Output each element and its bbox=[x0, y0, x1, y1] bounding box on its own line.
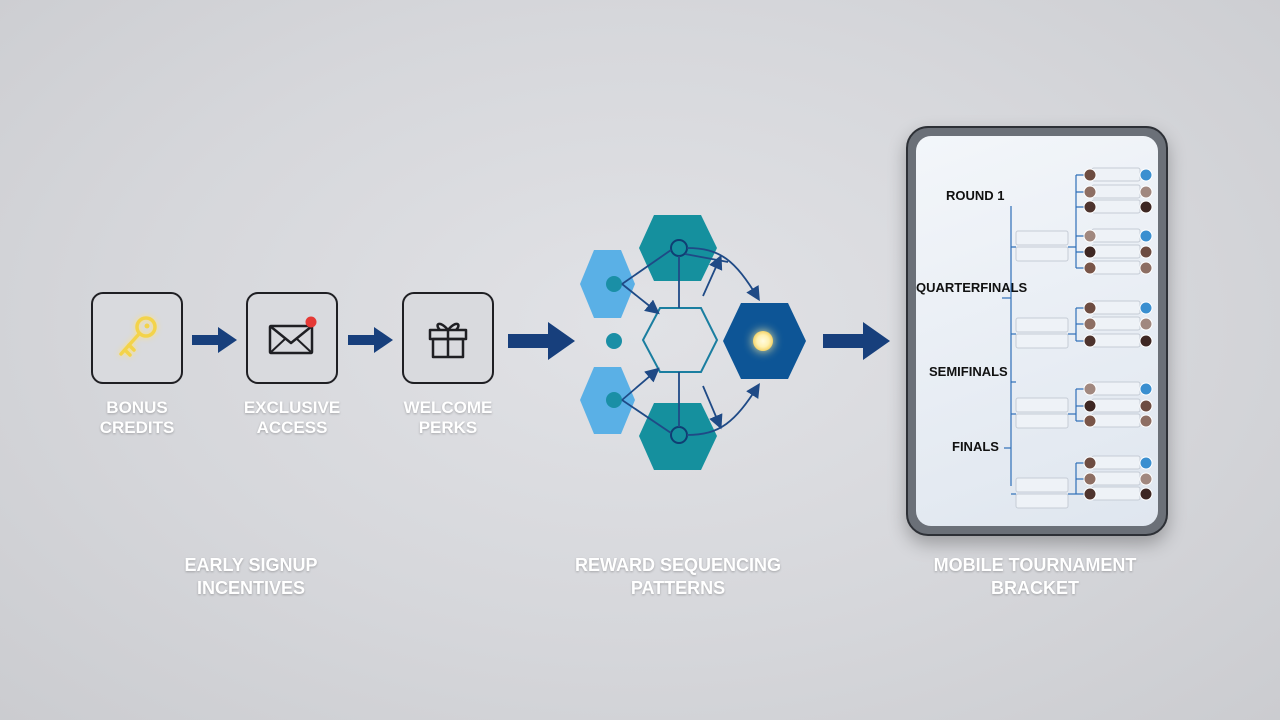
player-avatar bbox=[1083, 168, 1097, 182]
player-avatar bbox=[1139, 200, 1153, 214]
bracket-slot bbox=[1091, 184, 1141, 199]
player-avatar bbox=[1083, 456, 1097, 470]
player-avatar bbox=[1083, 261, 1097, 275]
reward-sequencing-caption: REWARD SEQUENCING PATTERNS bbox=[574, 555, 781, 598]
mobile-bracket-caption: MOBILE TOURNAMENT BRACKET bbox=[933, 555, 1137, 598]
bracket-slot bbox=[1015, 397, 1069, 413]
bonus-credits-label: BONUS CREDITS bbox=[99, 398, 175, 437]
bracket-chart bbox=[1002, 167, 1153, 509]
player-avatar bbox=[1083, 200, 1097, 214]
player-avatar bbox=[1083, 229, 1097, 243]
arrow-right-icon bbox=[823, 322, 890, 360]
bracket-slot bbox=[1015, 477, 1069, 493]
player-avatar bbox=[1139, 261, 1153, 275]
bracket-slot bbox=[1091, 486, 1141, 501]
player-avatar bbox=[1139, 382, 1153, 396]
arrow-right-icon bbox=[348, 327, 393, 353]
bracket-slot bbox=[1091, 455, 1141, 470]
notification-dot bbox=[305, 316, 317, 328]
early-signup-caption: EARLY SIGNUP INCENTIVES bbox=[184, 555, 318, 598]
player-avatar bbox=[1139, 245, 1153, 259]
node-dot bbox=[606, 392, 622, 408]
player-avatar bbox=[1083, 382, 1097, 396]
bracket-slot bbox=[1091, 398, 1141, 413]
player-avatar bbox=[1139, 456, 1153, 470]
player-avatar bbox=[1083, 301, 1097, 315]
exclusive-access-label: EXCLUSIVE ACCESS bbox=[243, 398, 341, 437]
node-dot bbox=[606, 276, 622, 292]
player-avatar bbox=[1083, 334, 1097, 348]
bracket-slot bbox=[1091, 244, 1141, 259]
player-avatar bbox=[1083, 245, 1097, 259]
bracket-slot bbox=[1091, 228, 1141, 243]
player-avatar bbox=[1083, 472, 1097, 486]
bracket-slot bbox=[1015, 413, 1069, 429]
player-avatar bbox=[1083, 414, 1097, 428]
reward-sequencing-network bbox=[580, 215, 806, 470]
bracket-slot bbox=[1015, 230, 1069, 246]
bracket-slot bbox=[1015, 493, 1069, 509]
welcome-perks-tile bbox=[402, 292, 494, 384]
bracket-slot bbox=[1015, 317, 1069, 333]
player-avatar bbox=[1083, 487, 1097, 501]
bracket-slot bbox=[1015, 333, 1069, 349]
bracket-slot bbox=[1091, 413, 1141, 428]
round-label-round-1: ROUND 1 bbox=[946, 188, 1005, 203]
exclusive-access-tile bbox=[246, 292, 338, 384]
player-avatar bbox=[1139, 414, 1153, 428]
bonus-credits-tile bbox=[91, 292, 183, 384]
round-label-semifinals: SEMIFINALS bbox=[929, 364, 1008, 379]
bracket-slot bbox=[1091, 167, 1141, 182]
welcome-perks-label: WELCOME PERKS bbox=[403, 398, 493, 437]
arrow-right-icon bbox=[192, 327, 237, 353]
player-avatar bbox=[1139, 334, 1153, 348]
bracket-slot bbox=[1015, 246, 1069, 262]
player-avatar bbox=[1139, 317, 1153, 331]
tablet-device: ROUND 1 QUARTERFINALS SEMIFINALS FINALS bbox=[906, 126, 1168, 536]
bracket-slot bbox=[1091, 300, 1141, 315]
tablet-screen: ROUND 1 QUARTERFINALS SEMIFINALS FINALS bbox=[916, 136, 1158, 526]
player-avatar bbox=[1083, 185, 1097, 199]
bracket-slot bbox=[1091, 471, 1141, 486]
player-avatar bbox=[1139, 487, 1153, 501]
round-label-quarterfinals: QUARTERFINALS bbox=[916, 280, 1028, 295]
bracket-slot bbox=[1091, 260, 1141, 275]
arrow-right-icon bbox=[508, 322, 575, 360]
hex-node-bottom bbox=[639, 403, 717, 470]
player-avatar bbox=[1139, 301, 1153, 315]
player-avatar bbox=[1139, 168, 1153, 182]
bracket-slot bbox=[1091, 316, 1141, 331]
gift-icon bbox=[428, 322, 468, 359]
bracket-slot bbox=[1091, 199, 1141, 214]
round-label-finals: FINALS bbox=[952, 439, 999, 454]
player-avatar bbox=[1139, 229, 1153, 243]
hex-node-center bbox=[641, 307, 719, 373]
bracket-slot bbox=[1091, 381, 1141, 396]
node-dot bbox=[606, 333, 622, 349]
player-avatar bbox=[1139, 185, 1153, 199]
hex-node-top bbox=[639, 215, 717, 281]
key-icon bbox=[119, 316, 157, 357]
player-avatar bbox=[1083, 317, 1097, 331]
player-avatar bbox=[1083, 399, 1097, 413]
bracket-slot bbox=[1091, 333, 1141, 348]
player-avatar bbox=[1139, 399, 1153, 413]
glowing-reward-node bbox=[753, 331, 773, 351]
player-avatar bbox=[1139, 472, 1153, 486]
envelope-icon bbox=[268, 316, 317, 355]
